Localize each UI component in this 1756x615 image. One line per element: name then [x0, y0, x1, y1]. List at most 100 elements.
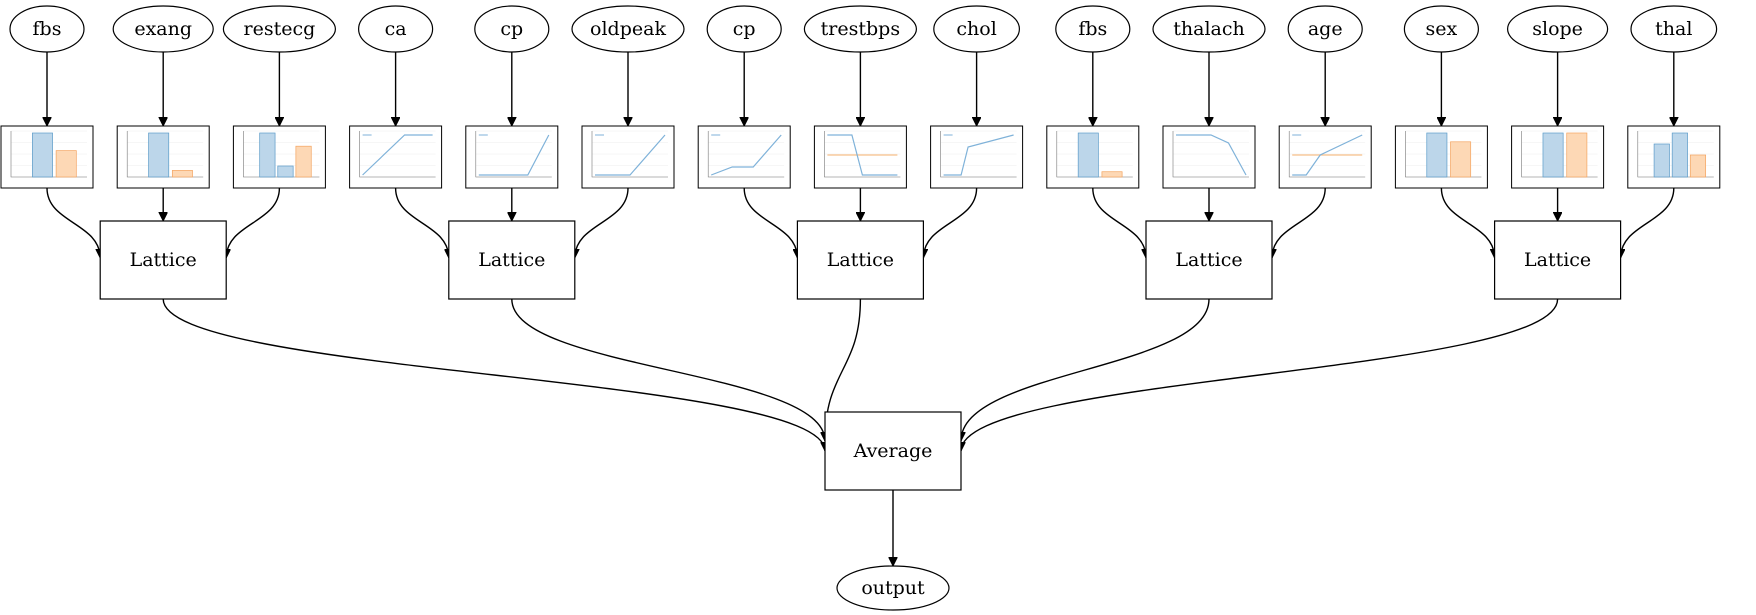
edge-lattice-to-average — [511, 298, 825, 441]
calibration-plot-oldpeak — [581, 125, 675, 189]
plot-axes — [707, 131, 785, 178]
lattice-node: Lattice — [1493, 220, 1622, 300]
plot-bar — [1077, 132, 1099, 178]
edge-lattice-to-average — [961, 298, 1559, 451]
plot-frame — [465, 125, 559, 189]
feature-node-age: age — [1287, 5, 1363, 53]
calibration-plot-thal — [1627, 125, 1721, 189]
plot-axes — [940, 131, 1017, 178]
edge-thumb-to-lattice — [1272, 187, 1326, 258]
feature-label: oldpeak — [590, 18, 666, 40]
plot-axes — [359, 131, 436, 178]
feature-label: sex — [1426, 18, 1458, 40]
feature-node-thalach: thalach — [1152, 5, 1266, 53]
feature-oval — [112, 5, 214, 53]
feature-node-trestbps: trestbps — [803, 5, 918, 53]
feature-oval — [222, 5, 336, 53]
plot-line — [595, 134, 666, 176]
feature-oval — [1506, 5, 1609, 53]
plot-line — [827, 134, 898, 176]
feature-oval — [1152, 5, 1266, 53]
feature-oval — [358, 5, 434, 53]
plot-line — [478, 134, 550, 176]
calibration-plot-fbs — [0, 125, 94, 189]
edge-thumb-to-lattice — [1092, 187, 1146, 258]
plot-line — [943, 134, 1014, 176]
plot-frame — [581, 125, 675, 189]
feature-node-sex: sex — [1403, 5, 1480, 53]
lattice-box — [796, 220, 925, 300]
feature-node-ca: ca — [358, 5, 434, 53]
feature-oval — [474, 5, 550, 53]
plot-bar — [1450, 141, 1472, 178]
feature-node-restecg: restecg — [222, 5, 336, 53]
plot-line — [710, 134, 782, 176]
average-box — [824, 411, 962, 491]
feature-label: slope — [1532, 18, 1583, 40]
lattice-label: Lattice — [827, 249, 894, 271]
feature-oval — [803, 5, 918, 53]
plot-line — [1292, 134, 1363, 176]
feature-oval — [571, 5, 685, 53]
edge-thumb-to-lattice — [226, 187, 281, 258]
lattice-node: Lattice — [99, 220, 227, 300]
edge-lattice-to-average — [961, 298, 1210, 441]
lattice-label: Lattice — [478, 249, 545, 271]
plot-bar — [1689, 154, 1707, 178]
feature-oval — [1403, 5, 1480, 53]
lattice-box — [1145, 220, 1273, 300]
feature-oval — [1630, 5, 1718, 53]
lattice-node: Lattice — [796, 220, 925, 300]
feature-node-thal: thal — [1630, 5, 1718, 53]
output-oval — [836, 565, 950, 611]
feature-oval — [933, 5, 1020, 53]
feature-node-fbs: fbs — [9, 5, 85, 53]
feature-label: restecg — [244, 18, 316, 40]
plot-frame — [1278, 125, 1372, 189]
plot-bar — [1653, 143, 1670, 178]
feature-node-oldpeak: oldpeak — [571, 5, 685, 53]
edges — [46, 51, 1675, 566]
feature-label: exang — [134, 18, 192, 40]
plot-axes — [591, 131, 668, 178]
feature-label: thalach — [1173, 18, 1244, 40]
calibration-plot-chol — [930, 125, 1024, 189]
plot-bar — [295, 145, 312, 178]
lattice-box — [448, 220, 576, 300]
feature-label: thal — [1655, 18, 1692, 40]
calibration-plot-trestbps — [813, 125, 907, 189]
calibration-plot-thalach — [1162, 125, 1256, 189]
feature-oval — [1055, 5, 1131, 53]
edge-thumb-to-lattice — [1621, 187, 1675, 258]
calibration-plot-sex — [1394, 125, 1488, 189]
lattice-label: Lattice — [130, 249, 197, 271]
edge-thumb-to-lattice — [575, 187, 629, 258]
feature-node-fbs: fbs — [1055, 5, 1131, 53]
edge-thumb-to-lattice — [394, 187, 449, 258]
lattice-node: Lattice — [448, 220, 576, 300]
feature-node-exang: exang — [112, 5, 214, 53]
feature-node-slope: slope — [1506, 5, 1609, 53]
plot-bar — [259, 132, 276, 178]
plot-line — [362, 134, 433, 176]
plot-bar — [1566, 132, 1588, 178]
feature-label: age — [1308, 18, 1343, 40]
plot-axes — [1172, 131, 1249, 178]
feature-label: trestbps — [821, 18, 900, 40]
plot-frame — [697, 125, 791, 189]
calibration-plot-cp — [697, 125, 791, 189]
lattice-box — [99, 220, 227, 300]
edge-thumb-to-lattice — [46, 187, 100, 258]
feature-label: ca — [385, 18, 407, 40]
output-label: output — [861, 577, 925, 599]
plot-bar — [148, 132, 170, 178]
plot-axes — [824, 131, 901, 178]
average-label: Average — [853, 440, 933, 462]
calibration-plot-fbs — [1046, 125, 1140, 189]
feature-node-cp: cp — [474, 5, 550, 53]
plot-bar — [1671, 132, 1688, 178]
feature-oval — [706, 5, 782, 53]
calibration-plot-slope — [1511, 125, 1605, 189]
feature-node-cp: cp — [706, 5, 782, 53]
